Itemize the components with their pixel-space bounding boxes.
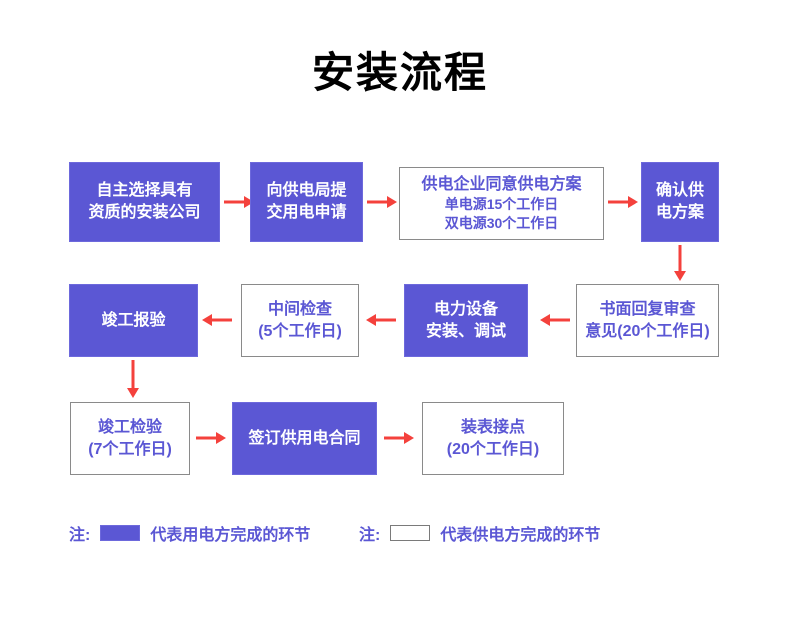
arrow-step3-to-step4 (608, 194, 638, 210)
flow-box-step-2-line2: 交用电申请 (266, 204, 347, 221)
flow-box-step-8-line1: 竣工报验 (101, 311, 166, 329)
flow-box-step-4[interactable]: 确认供 电方案 (641, 162, 719, 242)
flow-box-step-11-line2: (20个工作日) (446, 440, 540, 458)
flow-box-step-3-line2: 单电源15个工作日 (444, 196, 559, 213)
flow-box-step-9[interactable]: 竣工检验 (7个工作日) (70, 402, 190, 475)
legend-supplier-prefix: 注: (359, 527, 381, 544)
flow-box-step-9-line2: (7个工作日) (88, 440, 172, 458)
arrow-step6-to-step7 (364, 312, 396, 328)
flow-box-step-7-line1: 中间检查 (267, 300, 332, 318)
flow-box-step-9-line1: 竣工检验 (97, 418, 162, 436)
flow-box-step-1-line2: 资质的安装公司 (88, 204, 201, 221)
arrow-step2-to-step3 (367, 194, 397, 210)
page-title: 安装流程 (311, 49, 488, 96)
legend-customer-text: 代表用电方完成的环节 (150, 527, 311, 544)
flow-box-step-5-line1: 书面回复审查 (599, 300, 696, 318)
flow-box-step-7[interactable]: 中间检查 (5个工作日) (241, 284, 359, 357)
legend-supplier-swatch-icon (390, 525, 431, 541)
flow-box-step-4-line1: 确认供 (655, 182, 704, 200)
arrow-step4-to-step5 (672, 245, 688, 281)
flow-box-step-5-line2: 意见(20个工作日) (585, 322, 710, 340)
flow-box-step-6[interactable]: 电力设备 安装、调试 (404, 284, 528, 357)
flow-box-step-5[interactable]: 书面回复审查 意见(20个工作日) (576, 284, 719, 357)
flow-box-step-3-line1: 供电企业同意供电方案 (421, 175, 582, 193)
flow-box-step-11-line1: 装表接点 (460, 418, 525, 436)
flow-box-step-3[interactable]: 供电企业同意供电方案 单电源15个工作日 双电源30个工作日 (399, 167, 604, 240)
flow-box-step-7-line2: (5个工作日) (258, 322, 342, 340)
flow-box-step-6-line1: 电力设备 (433, 300, 498, 318)
legend-customer-swatch-icon (100, 525, 141, 541)
flow-box-step-3-line3: 双电源30个工作日 (444, 215, 559, 232)
arrow-step7-to-step8 (200, 312, 232, 328)
flow-box-step-6-line2: 安装、调试 (425, 322, 506, 340)
flow-box-step-1-line1: 自主选择具有 (96, 182, 193, 200)
arrow-step9-to-step10 (196, 430, 226, 446)
flow-box-step-10-line1: 签订供用电合同 (248, 429, 361, 447)
flow-box-step-10[interactable]: 签订供用电合同 (232, 402, 377, 475)
arrow-step10-to-step11 (384, 430, 414, 446)
legend-supplier-text: 代表供电方完成的环节 (440, 527, 601, 544)
arrow-step5-to-step6 (538, 312, 570, 328)
flow-box-step-2-line1: 向供电局提 (266, 182, 347, 200)
arrow-step8-to-step9 (125, 360, 141, 398)
flow-box-step-4-line2: 电方案 (655, 204, 704, 221)
flow-box-step-8[interactable]: 竣工报验 (69, 284, 198, 357)
flow-box-step-2[interactable]: 向供电局提 交用电申请 (250, 162, 363, 242)
legend-customer: 注: 代表用电方完成的环节 (69, 521, 310, 545)
flow-box-step-1[interactable]: 自主选择具有 资质的安装公司 (69, 162, 220, 242)
legend-customer-prefix: 注: (69, 527, 91, 544)
legend-supplier: 注: 代表供电方完成的环节 (359, 521, 600, 545)
flow-box-step-11[interactable]: 装表接点 (20个工作日) (422, 402, 564, 475)
